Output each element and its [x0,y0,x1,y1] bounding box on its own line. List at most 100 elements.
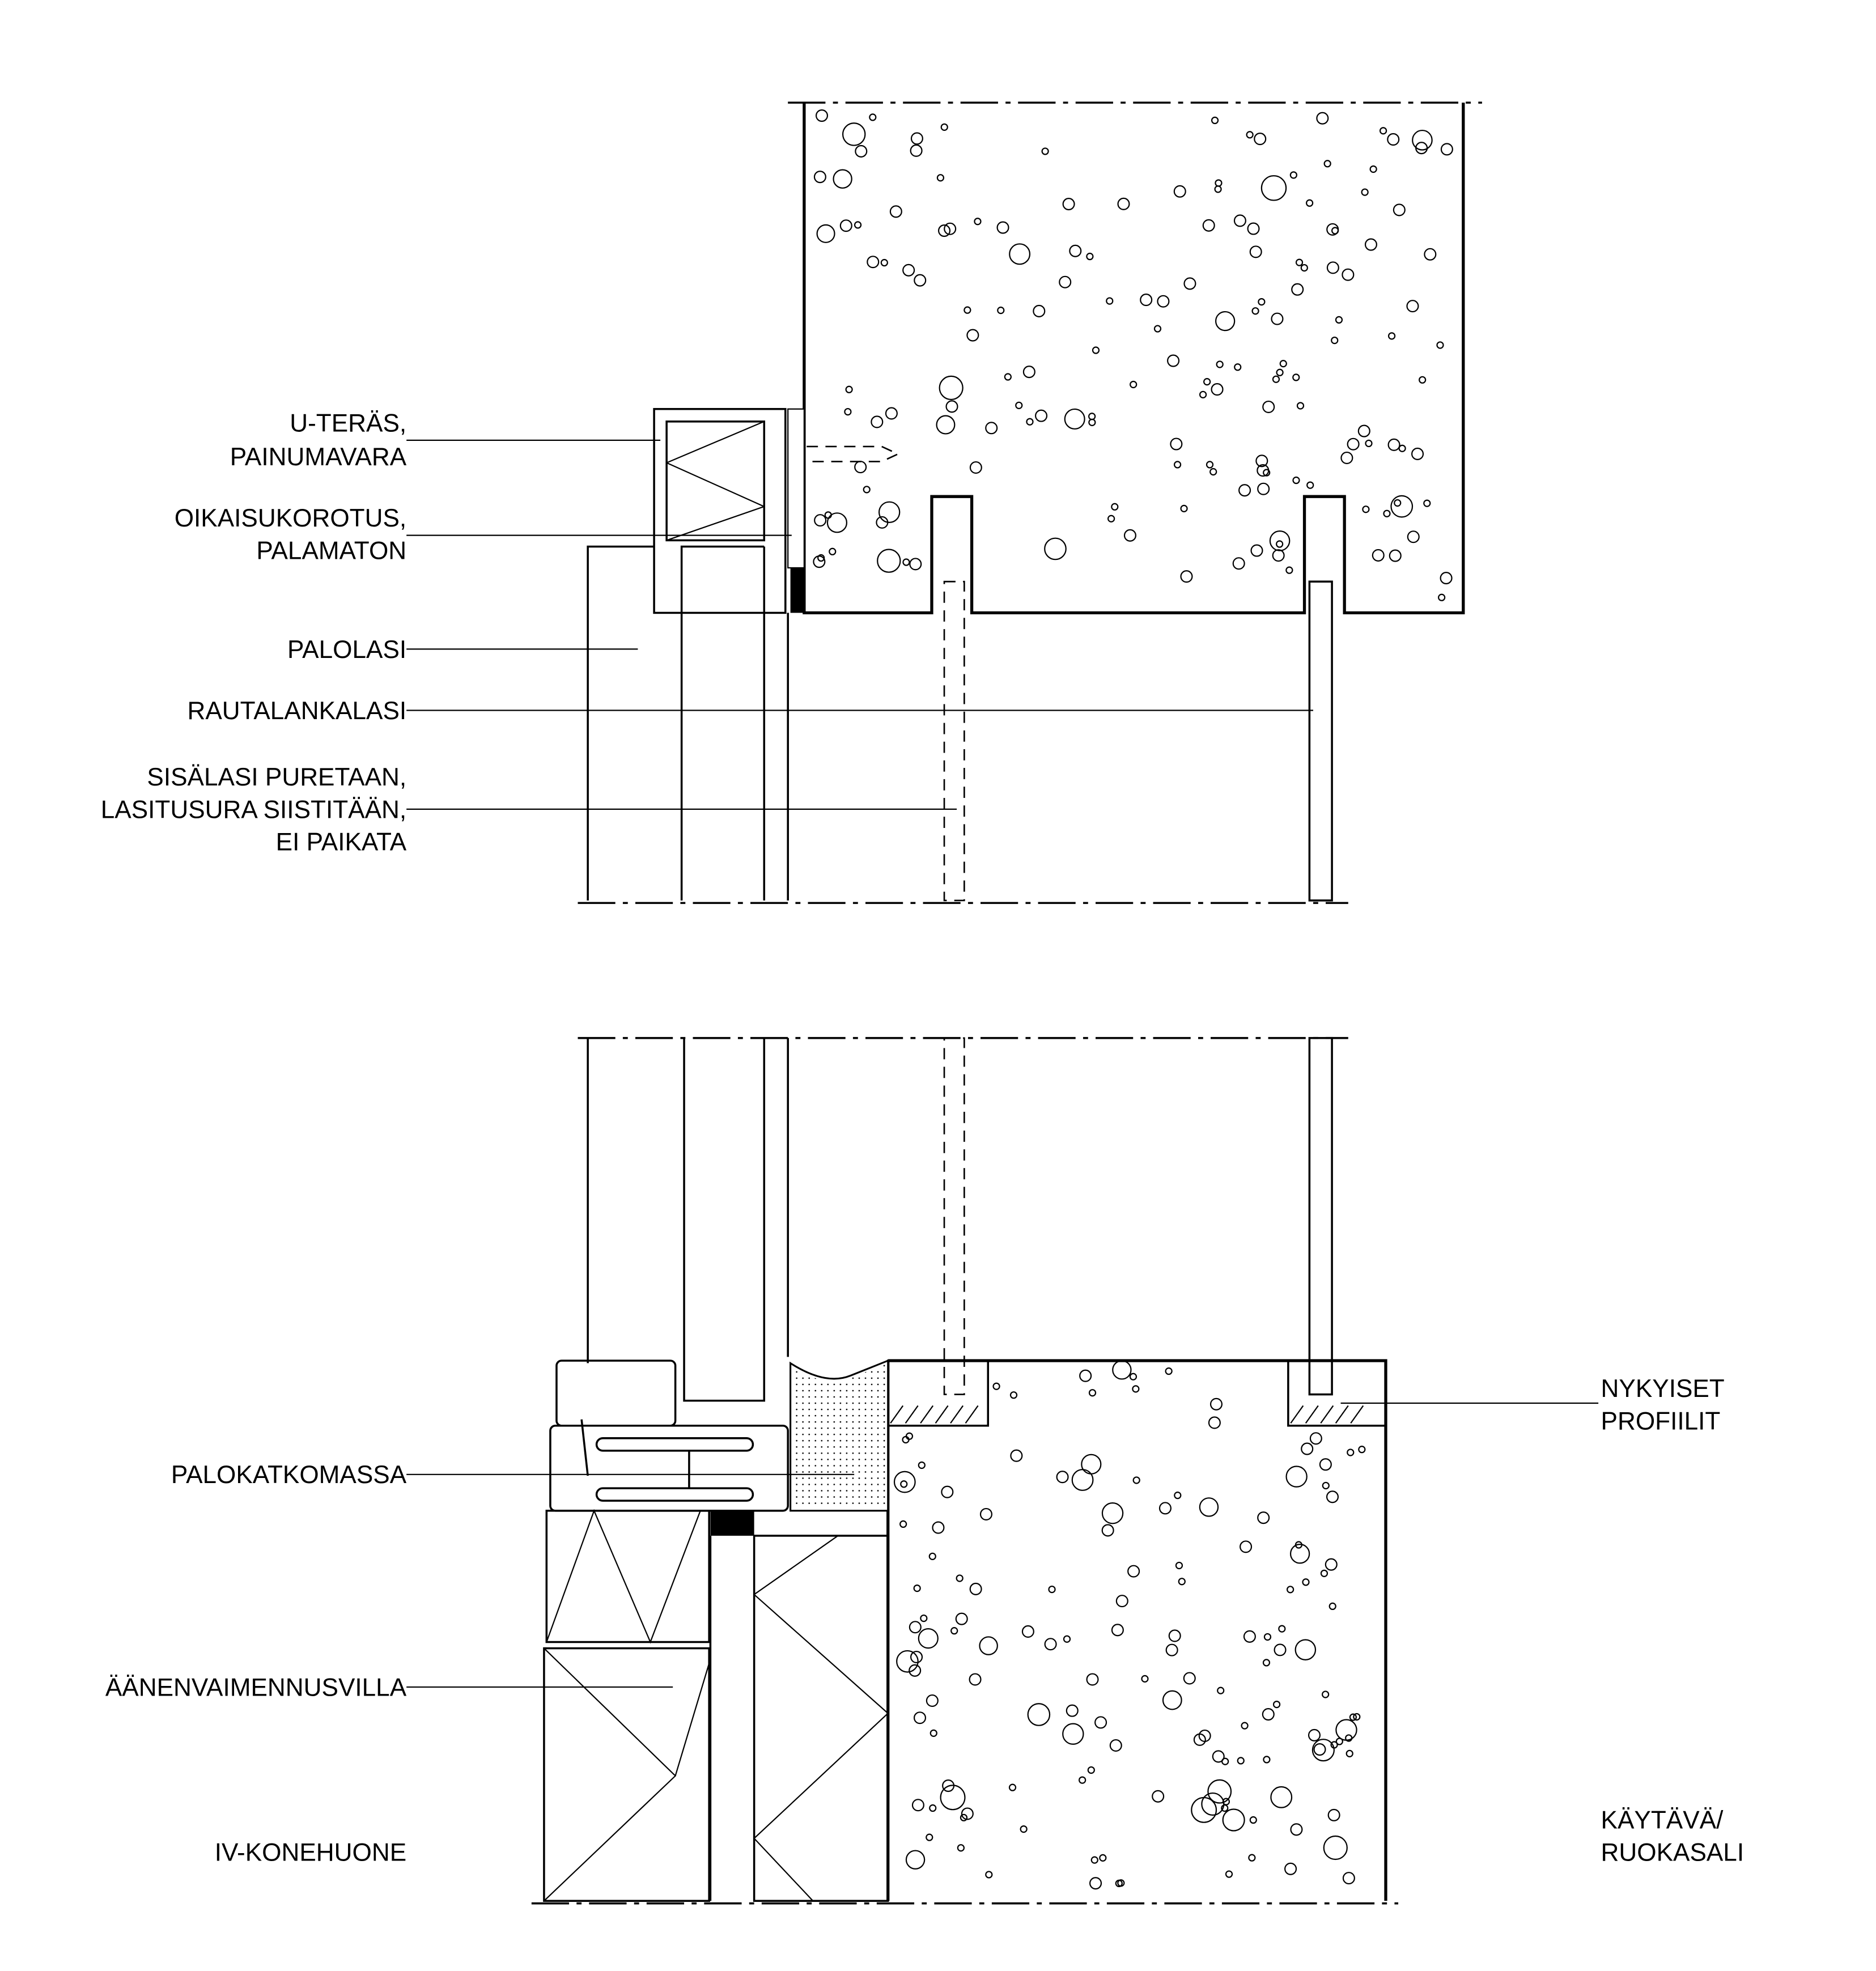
aggregate-bubble [1325,1558,1338,1571]
aggregate-bubble [1059,275,1072,288]
seal-black [790,567,804,613]
label-room-right: KÄYTÄVÄ/RUOKASALI [1601,1806,1745,1866]
aggregate-bubble [910,132,923,145]
aggregate-bubble [1424,248,1437,261]
aggregate-bubble [1436,341,1444,349]
aggregate-bubble [905,1432,914,1440]
aggregate-bubble [854,221,862,229]
annotations: U-TERÄS,PAINUMAVARA OIKAISUKOROTUS,PALAM… [101,409,1744,1866]
aggregate-bubble [1183,277,1196,290]
aggregate-bubble [1211,383,1224,396]
aggregate-bubble [1411,447,1424,460]
aggregate-bubble [1101,1524,1114,1537]
aggregate-bubble [1041,147,1049,155]
aggregate-bubble [966,329,979,342]
aggregate-bubble [814,514,827,527]
aggregate-bubble [1294,1639,1317,1660]
aggregate-bubble [1165,1367,1173,1375]
aggregate-bubble [1423,499,1431,507]
aggregate-bubble [996,221,1009,234]
aggregate-bubble [1342,1872,1355,1885]
aggregate-bubble [1222,1808,1245,1832]
aggregate-bubble [1285,566,1293,574]
aggregate-bubble [1123,529,1136,542]
aggregate-bubble [918,1461,926,1469]
aggregate-bubble [1361,188,1369,196]
aggregate-bubble [1064,408,1085,430]
aggregate-bubble [1044,537,1067,560]
aggregate-bubble [1295,258,1304,266]
aggregate-bubble [1393,203,1406,216]
aggregate-bubble [1209,1397,1223,1411]
aggregate-bubble [1079,1776,1086,1784]
aggregate-bubble [839,219,852,232]
aggregate-bubble [842,122,866,146]
aggregate-bubble [1342,268,1355,281]
aggregate-bubble [1170,437,1183,451]
aggregate-bubble [979,1507,992,1521]
aggregate-bubble [1066,1704,1079,1717]
aggregate-bubble [969,461,982,474]
aggregate-bubble [1313,1743,1326,1756]
screw-icon [580,1419,589,1476]
aggregate-bubble [1292,476,1300,485]
aggregate-bubble [1026,418,1034,426]
aggregate-bubble [1286,1586,1294,1594]
aggregate-bubble [1249,1816,1257,1824]
aggregate-bubble [855,145,868,158]
aggregate-bubble [1358,1446,1366,1454]
inner-glass-dashed [943,580,965,902]
aggregate-bubble [824,511,832,519]
aggregate-bubble [1270,1786,1293,1808]
aggregate-bubble [1243,1630,1256,1643]
aggregate-bubble [1209,468,1217,476]
aggregate-bubble [1440,572,1453,585]
aggregate-bubble [1214,185,1222,193]
aggregate-bubble [1278,1625,1286,1633]
aggregate-bubble [1326,223,1339,236]
aggregate-bubble [914,274,927,287]
aggregate-bubble [1387,133,1400,146]
aggregate-bubble [1153,325,1162,333]
aggregate-bubble [1079,1369,1092,1382]
wool-pattern [753,1535,889,1902]
concrete-aggregate-pattern-bottom [893,1360,1366,1890]
aggregate-bubble [1323,1835,1348,1860]
aggregate-bubble [902,264,915,277]
aggregate-bubble [829,547,837,555]
aggregate-bubble [854,461,867,474]
aggregate-bubble [1290,1823,1303,1836]
aggregate-bubble [1291,283,1304,296]
aggregate-bubble [1216,360,1224,368]
aggregate-bubble [1183,1672,1196,1685]
aggregate-bubble [1009,243,1031,265]
aggregate-bubble [1301,1442,1314,1455]
aggregate-bubble [1174,1492,1182,1500]
aggregate-bubble [1365,439,1373,448]
aggregate-bubble [945,400,958,413]
aggregate-bubble [1130,380,1138,389]
aggregate-bubble [1279,360,1287,368]
aggregate-bubble [1272,549,1285,562]
aggregate-bubble [942,1779,955,1792]
aggregate-bubble [1173,461,1182,469]
aggregate-bubble [1257,1511,1270,1524]
aggregate-bubble [1132,1385,1140,1393]
aggregate-bubble [1225,1870,1233,1878]
aggregate-bubble [920,1614,928,1622]
aggregate-bubble [1262,1659,1271,1667]
aggregate-bubble [929,1729,937,1737]
aggregate-bubble [961,1807,974,1820]
aggregate-bubble [1165,1643,1178,1656]
aggregate-bubble [813,171,826,184]
aggregate-bubble [928,1552,936,1560]
label-shim: OIKAISUKOROTUS,PALAMATON [175,504,406,564]
aggregate-bubble [1106,297,1114,305]
aggregate-bubble [869,113,877,121]
aggregate-bubble [1111,1624,1124,1637]
aggregate-bubble [1088,418,1096,426]
aggregate-bubble [1162,1690,1182,1710]
aggregate-bubble [1237,1757,1245,1765]
aggregate-bubble [844,407,852,416]
